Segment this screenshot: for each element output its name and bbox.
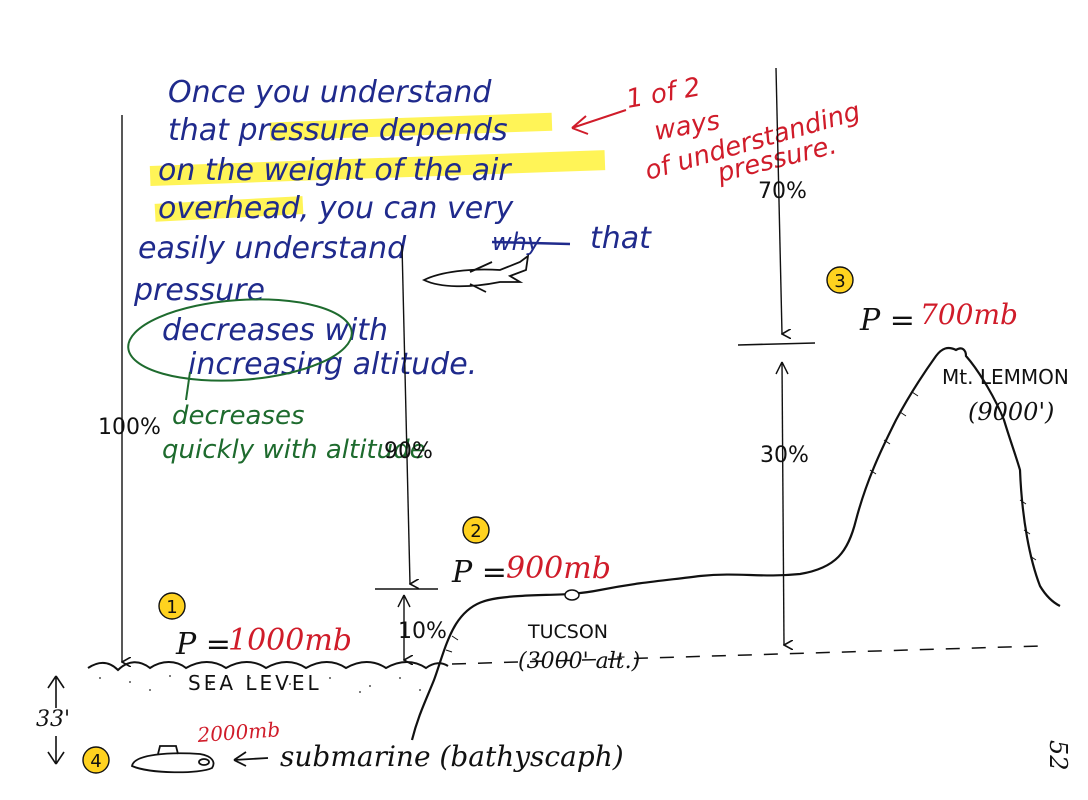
submarine-label: submarine (bathyscaph) [280, 740, 624, 773]
terrain-outline [410, 346, 1061, 741]
intro-line-5b: that [590, 221, 652, 256]
badge-3 [826, 266, 854, 294]
green-note-line-1: decreases [172, 401, 305, 431]
pressure-3-value: 700mb [920, 298, 1018, 331]
column-lines [122, 67, 788, 662]
page-number: 52 [1044, 740, 1072, 771]
pressure-2-prefix: P = [451, 555, 507, 590]
lemmon-alt-label: (9000') [968, 398, 1054, 426]
side-note-arrow [571, 109, 627, 135]
label-30: 30% [760, 443, 809, 468]
label-70: 70% [758, 179, 807, 204]
green-circle [127, 298, 353, 382]
tucson-alt-label: (3000' alt.) [518, 649, 640, 674]
airplane-icon [421, 253, 530, 293]
badge-2-number: 2 [470, 521, 481, 542]
intro-line-6: pressure [133, 273, 265, 308]
sea-stipple [99, 675, 421, 693]
badge-4 [82, 746, 110, 774]
side-note: 1 of 2 ways of understanding pressure. [624, 72, 864, 189]
badge-3-number: 3 [834, 271, 845, 292]
tucson-label: TUCSON [527, 621, 608, 643]
sea-level-line [87, 661, 449, 672]
column-90 [401, 244, 410, 584]
point-3: 3 P = 700mb [826, 266, 1018, 338]
depth-marker [47, 675, 65, 765]
point-4: 4 2000mb submarine (bathyscaph) [82, 717, 624, 774]
pressure-1-value: 1000mb [228, 623, 352, 658]
sea-level-label: SEA LEVEL [188, 671, 322, 695]
badge-2 [462, 516, 490, 544]
badge-1 [158, 592, 186, 620]
badge-1-number: 1 [166, 597, 177, 618]
green-note-line-2: quickly with altitude [162, 435, 426, 465]
column-top [775, 67, 782, 334]
badge-4-number: 4 [90, 751, 101, 772]
green-connector [185, 371, 191, 401]
column-30 [781, 361, 784, 645]
lemmon-label: Mt. LEMMON [942, 365, 1069, 389]
intro-line-5a: easily understand [138, 231, 407, 266]
submarine-icon [130, 745, 215, 774]
point-2: 2 P = 900mb [451, 516, 611, 590]
tick-700 [737, 342, 816, 346]
label-90: 90% [384, 439, 433, 464]
tucson-dot [564, 589, 580, 601]
intro-line-2: that pressure depends [168, 113, 508, 148]
highlighter-marks [149, 112, 606, 222]
pressure-3-prefix: P = [859, 303, 915, 338]
side-note-line-1: 1 of 2 [624, 72, 703, 115]
green-note: decreases quickly with altitude [162, 401, 426, 465]
intro-line-8: increasing altitude. [188, 347, 477, 382]
sea-level-dashes [451, 645, 1041, 665]
pressure-4-value: 2000mb [196, 717, 281, 747]
submarine-arrow [233, 751, 269, 767]
intro-text: Once you understand that pressure depend… [133, 75, 652, 382]
label-100: 100% [98, 415, 161, 440]
intro-line-7: decreases with [162, 313, 388, 348]
pressure-2-value: 900mb [506, 551, 611, 586]
point-1: 1 P = 1000mb [158, 592, 352, 662]
intro-line-3: on the weight of the air [158, 153, 512, 188]
label-10: 10% [398, 619, 447, 644]
percent-labels: 100% 90% 10% 70% 30% [98, 179, 809, 644]
strikethrough [491, 240, 571, 246]
depth-label: 33' [36, 707, 70, 732]
intro-line-1: Once you understand [168, 75, 492, 110]
terrain-hatching [445, 391, 1037, 653]
intro-line-4: overhead, you can very [158, 191, 515, 226]
pressure-1-prefix: P = [175, 627, 231, 662]
